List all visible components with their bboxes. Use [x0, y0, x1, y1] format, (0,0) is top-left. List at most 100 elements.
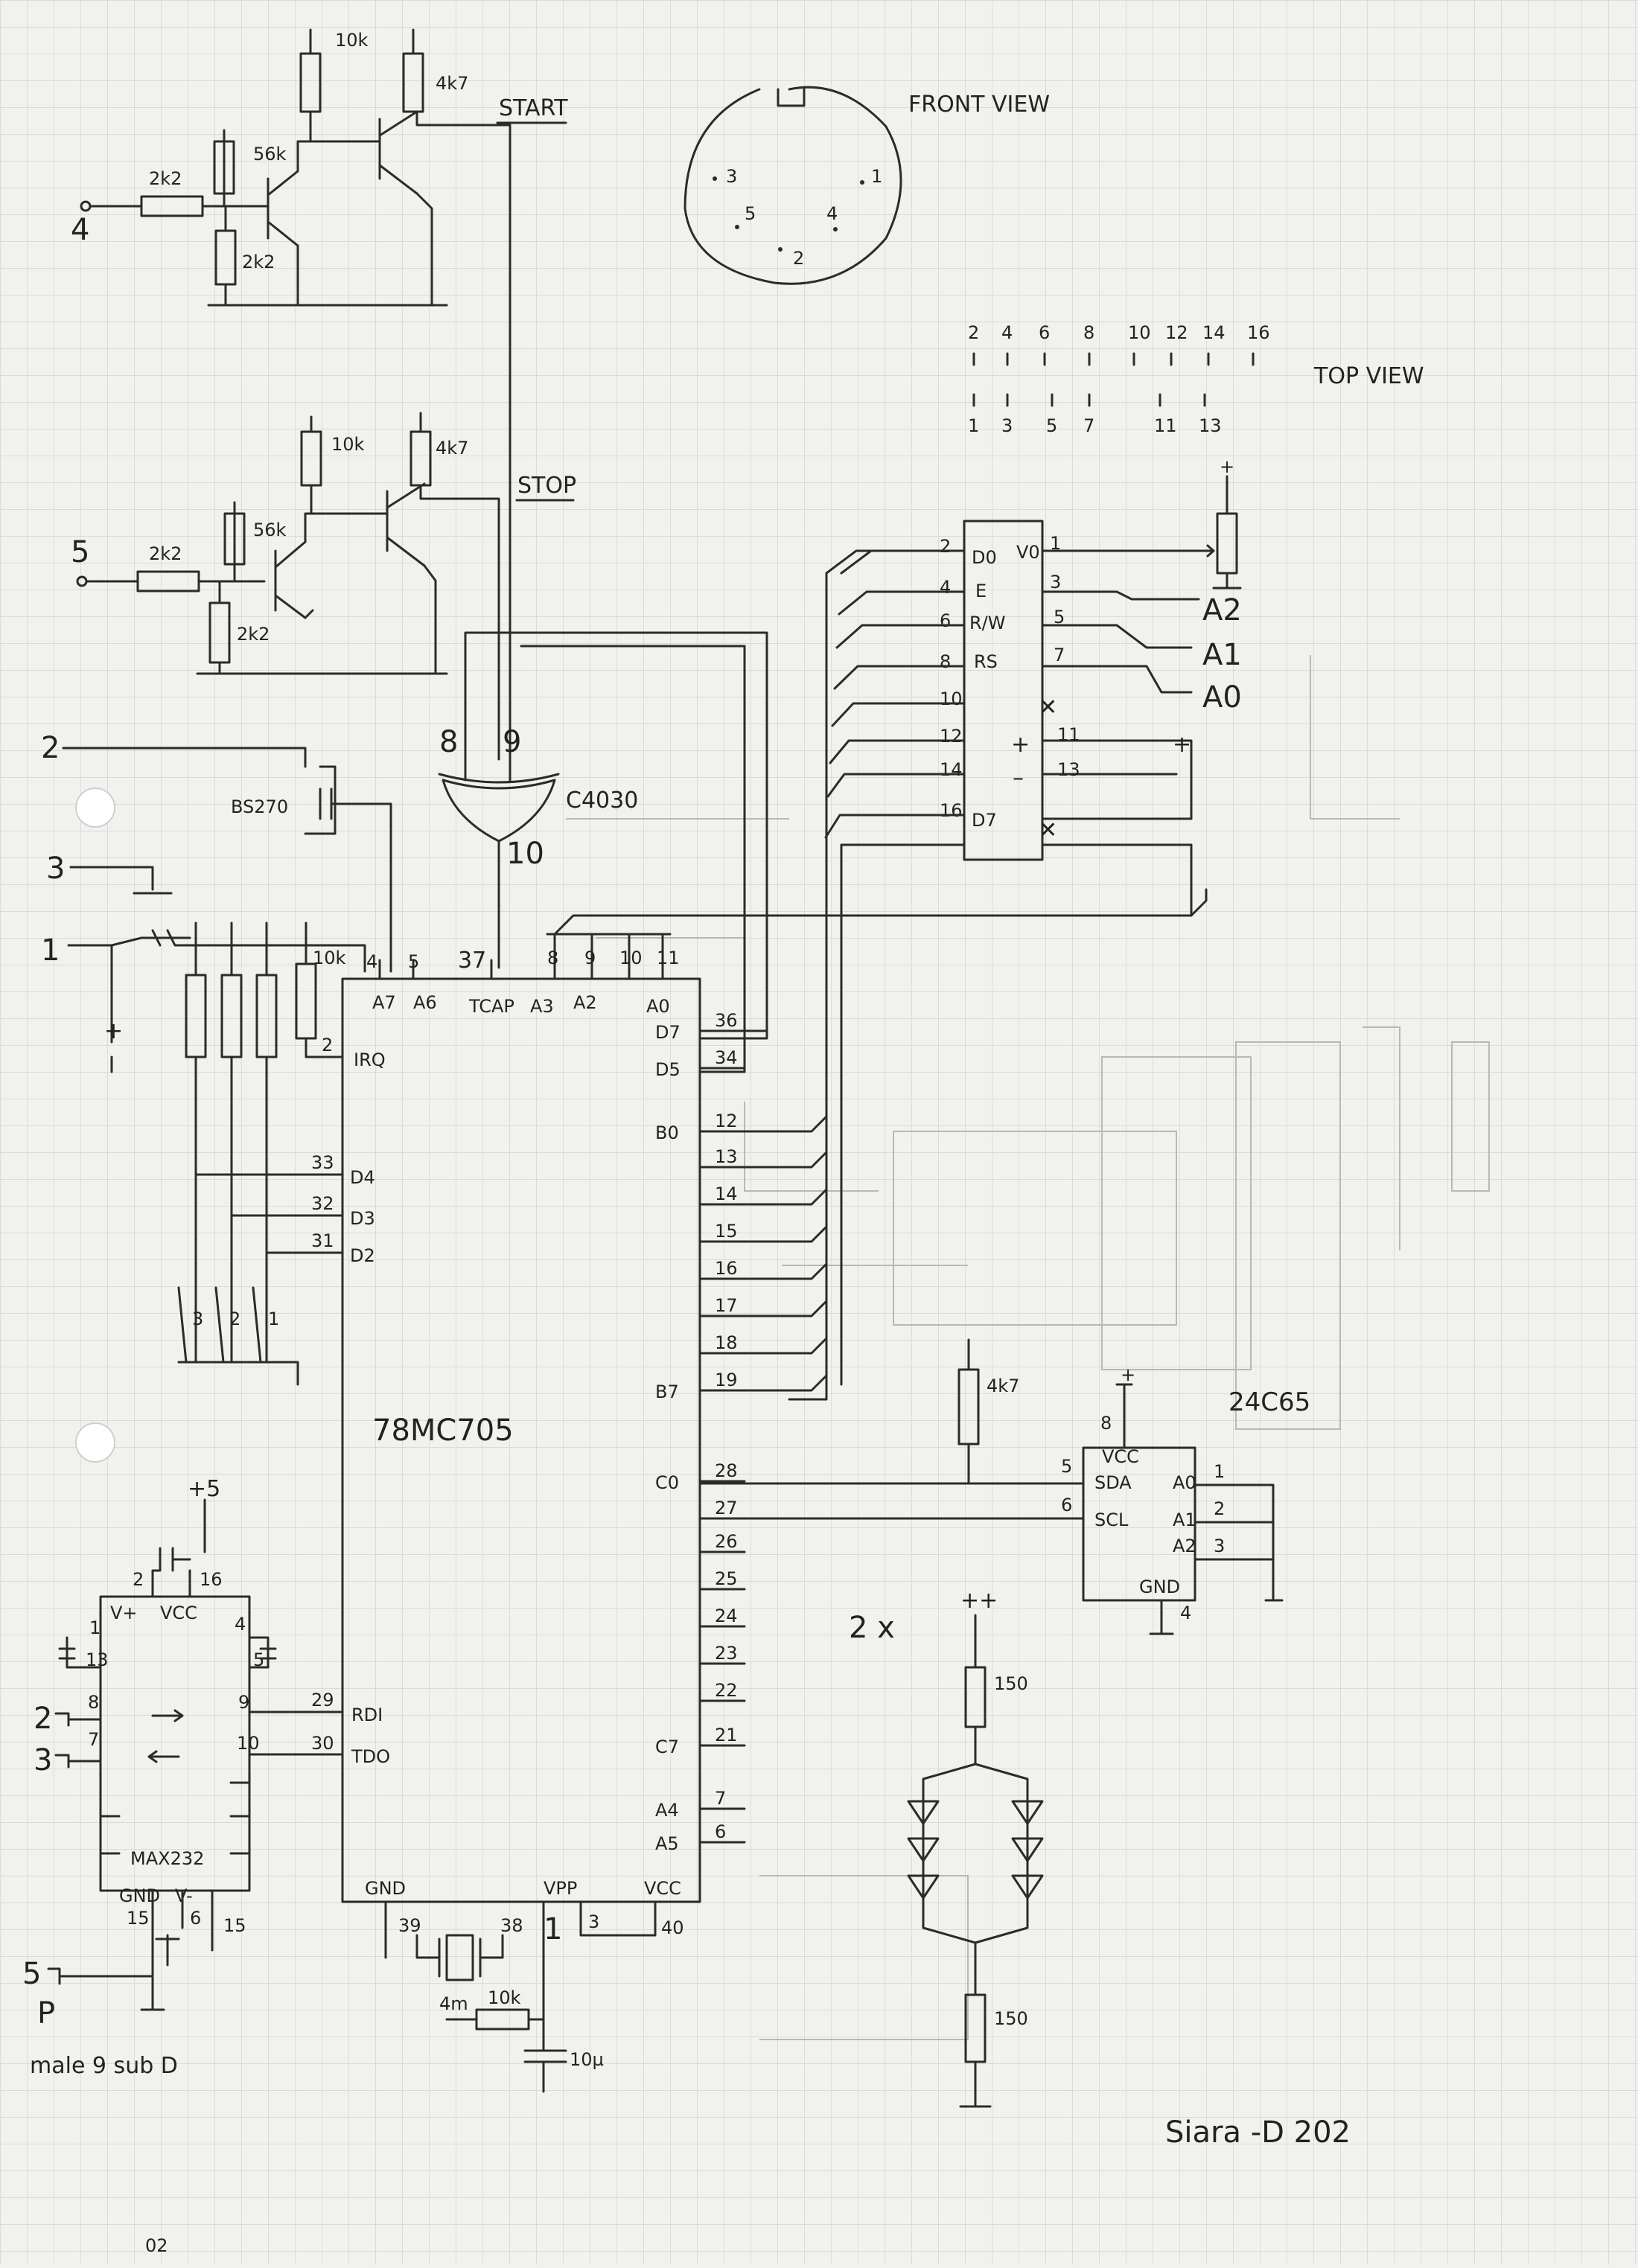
mcu-top-pin-4: 4	[366, 951, 377, 972]
start-transistor-1	[267, 170, 299, 247]
mcu-port-b-line	[743, 1300, 828, 1317]
button-1: 1	[268, 1309, 279, 1329]
eeprom-gnd-label: GND	[1139, 1577, 1180, 1597]
top-view-top-pin-6: 6	[1039, 322, 1050, 343]
disp-label-d0: D0	[972, 547, 997, 568]
eeprom-vcc-plus: +	[1121, 1364, 1135, 1385]
xor-body	[442, 779, 556, 843]
top-view-label: TOP VIEW	[1313, 363, 1424, 389]
eeprom-pin-4: 4	[1180, 1603, 1191, 1623]
connector-label: male 9 sub D	[30, 2053, 178, 2079]
crystal-body	[445, 1934, 474, 1981]
connector-p-mark: P	[37, 1996, 55, 2031]
mcu-bottom-vpp: VPP	[544, 1878, 577, 1899]
max232-pin-7: 7	[88, 1729, 99, 1750]
mcu-left-name-d2: D2	[350, 1245, 375, 1266]
mcu-right-pin-16: 16	[715, 1258, 738, 1279]
mcu-label-tcap: TCAP	[468, 996, 514, 1017]
max232-body	[99, 1595, 251, 1892]
max232-vcc: VCC	[160, 1603, 197, 1623]
mcu-left-name-d4: D4	[350, 1167, 375, 1188]
mcu-bottom-pin-38: 38	[500, 1915, 523, 1936]
display-bus-line	[831, 702, 966, 727]
mcu-port-b-line	[743, 1262, 828, 1280]
top-view-bottom-pin-11: 11	[1154, 415, 1177, 436]
max232-pin-8: 8	[88, 1692, 99, 1713]
disp-x-mark-2: ✕	[1039, 817, 1057, 843]
eeprom-pin-1: 1	[1214, 1461, 1225, 1482]
crystal-label: 4m	[439, 1993, 468, 2014]
mcu-left-pin-2: 2	[322, 1035, 333, 1055]
disp-right-pin-7: 7	[1054, 645, 1065, 665]
max232-pin-15: 15	[127, 1908, 150, 1929]
disp-plus: +	[1011, 732, 1030, 758]
signature: Siara -D 202	[1165, 2115, 1351, 2150]
front-pin-5: 5	[745, 203, 756, 224]
top-view-top-pin-10: 10	[1128, 322, 1151, 343]
led-array: 2 x ++ 150 150	[849, 1588, 1044, 2108]
disp-right-pin-13: 13	[1057, 759, 1080, 780]
led-multiplier: 2 x	[849, 1611, 895, 1645]
mcu-top-pin-37: 37	[458, 948, 486, 974]
conn-pin-1: 1	[41, 933, 60, 968]
top-view-top-pin-14: 14	[1202, 322, 1226, 343]
top-view-bottom-pin-13: 13	[1199, 415, 1222, 436]
max232-gnd: GND	[119, 1885, 160, 1906]
mcu-bottom-pin-39: 39	[398, 1915, 421, 1936]
eeprom-a2-label: A2	[1173, 1536, 1196, 1556]
xor-in-b: 9	[503, 725, 521, 759]
mcu-port-b-line	[743, 1151, 828, 1169]
top-view-bottom-pin-7: 7	[1083, 415, 1094, 436]
front-pin-1: 1	[871, 166, 882, 187]
mcu-label-a6: A6	[413, 992, 437, 1013]
stop-r-pull-label: 2k2	[237, 624, 270, 645]
mcu-right-name-0: D7	[655, 1022, 681, 1043]
eeprom-scl-label: SCL	[1094, 1510, 1129, 1530]
mcu-bottom-gnd: GND	[365, 1878, 406, 1899]
start-r-pull-label: 2k2	[242, 252, 275, 272]
mcu-left-name-d3: D3	[350, 1208, 375, 1229]
punch-hole-top	[75, 788, 115, 828]
display-bus-line	[833, 665, 966, 690]
mcu-left-pin-29: 29	[311, 1690, 334, 1710]
mcu-right-pin-14: 14	[715, 1183, 738, 1204]
stop-input-pin: 5	[71, 535, 89, 569]
mcu-top-pin-11: 11	[657, 948, 680, 968]
eeprom-body	[1082, 1446, 1196, 1602]
mcu-label-a2: A2	[573, 992, 597, 1013]
mcu-label-a3: A3	[530, 996, 554, 1017]
max232-pin-1: 1	[89, 1617, 101, 1638]
front-pin-4: 4	[826, 203, 838, 224]
mcu-right-pin-22: 22	[715, 1680, 738, 1701]
led-supply-plus: ++	[960, 1588, 998, 1614]
mcu-right-name-2: B0	[655, 1122, 679, 1143]
mcu-top-pin-5: 5	[408, 951, 419, 972]
mcu-right-name-1: D5	[655, 1059, 681, 1080]
display-bus-line	[838, 590, 966, 616]
mcu-bottom-pin-3: 3	[588, 1911, 599, 1932]
top-view-top-pin-16: 16	[1247, 322, 1270, 343]
mcu-d-lines	[743, 1029, 768, 1070]
mcu-label-a7: A7	[372, 992, 396, 1013]
top-view-top-pin-2: 2	[968, 322, 979, 343]
vpp-resistor-label: 10k	[488, 1987, 521, 2008]
start-signal-label: START	[499, 95, 568, 121]
mcu-right-pin-17: 17	[715, 1295, 738, 1316]
start-r-top-label: 4k7	[436, 73, 468, 94]
disp-a1: A1	[1202, 638, 1242, 672]
xor-out: 10	[506, 837, 544, 871]
punch-hole-bottom	[75, 1422, 115, 1463]
disp-left-pin-4: 4	[940, 577, 951, 598]
mcu-left-pin-30: 30	[311, 1733, 334, 1754]
mcu-right-pin-26: 26	[715, 1531, 738, 1552]
mcu-left-name-rdi: RDI	[351, 1705, 383, 1725]
top-view-bottom-pin-3: 3	[1001, 415, 1013, 436]
disp-a2: A2	[1202, 593, 1242, 627]
max232-pin-6: 6	[190, 1908, 201, 1929]
max232-pin-2: 2	[133, 1569, 144, 1590]
disp-left-pin-10: 10	[940, 689, 963, 709]
mcu-right-pin-15: 15	[715, 1221, 738, 1242]
mcu-left-pin-32: 32	[311, 1193, 334, 1214]
